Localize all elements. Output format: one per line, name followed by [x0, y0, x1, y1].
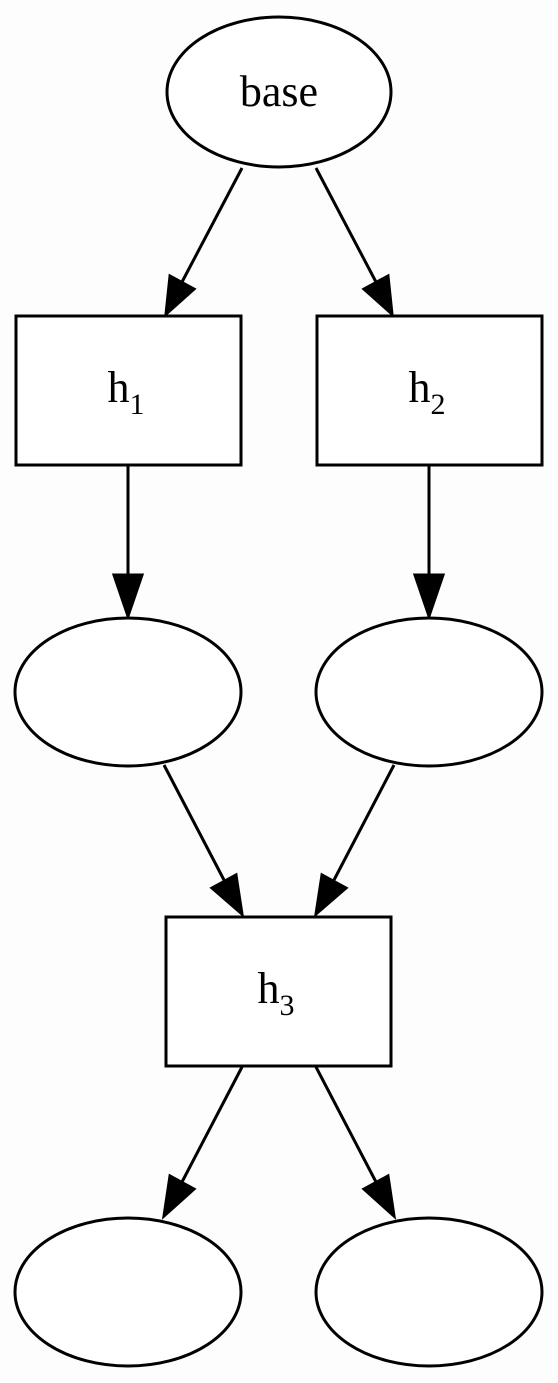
node-h2: h2 — [315, 314, 544, 467]
node-h1-label-sub: 1 — [130, 388, 145, 421]
edge-h3-to-l2 — [161, 1066, 244, 1220]
node-l2 — [13, 1216, 243, 1368]
node-base: base — [165, 15, 393, 169]
node-base-label: base — [240, 67, 318, 116]
node-h1-label: h1 — [108, 363, 145, 421]
node-h2-label-sub: 2 — [431, 388, 446, 421]
edge-l1-to-h3 — [162, 764, 245, 918]
node-h2-label: h2 — [409, 363, 446, 421]
edge-h2-to-r1 — [412, 466, 446, 621]
edge-h3-to-r2 — [314, 1066, 397, 1220]
edge-base-to-h1 — [164, 167, 244, 318]
node-h1: h1 — [14, 314, 243, 467]
node-r2 — [314, 1216, 544, 1368]
node-h2-label-main: h — [409, 363, 431, 412]
edges — [111, 167, 446, 1220]
node-r1 — [314, 616, 544, 768]
edge-h1-to-l1 — [111, 466, 145, 621]
edge-r1-to-h3 — [313, 764, 396, 918]
node-h3-label-sub: 3 — [280, 989, 295, 1022]
node-l1 — [13, 616, 243, 768]
node-h1-label-main: h — [108, 363, 130, 412]
node-h3-label-main: h — [258, 964, 280, 1013]
node-h3: h3 — [164, 915, 393, 1068]
edge-base-to-h2 — [314, 167, 394, 318]
node-h3-label: h3 — [258, 964, 295, 1022]
